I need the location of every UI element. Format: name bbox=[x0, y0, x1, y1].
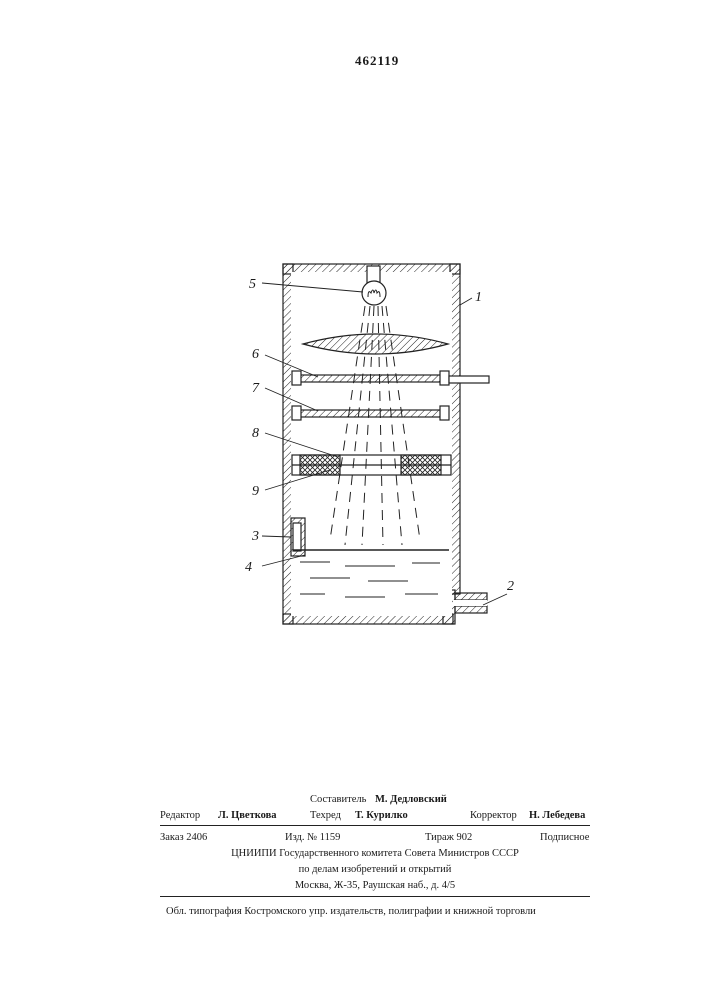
techred-label: Техред bbox=[310, 808, 341, 823]
editor-name: Л. Цветкова bbox=[218, 808, 277, 823]
compiler-name: М. Дедловский bbox=[375, 792, 447, 807]
rule-bottom bbox=[160, 896, 590, 897]
label-1: 1 bbox=[475, 290, 482, 305]
org-row-2: по делам изобретений и открытий bbox=[160, 862, 590, 878]
label-9: 9 bbox=[252, 484, 259, 499]
label-3: 3 bbox=[251, 529, 259, 544]
compiler-row: Составитель М. Дедловский bbox=[160, 792, 590, 808]
address-row: Москва, Ж-35, Раушская наб., д. 4/5 bbox=[160, 878, 590, 894]
corrector-label: Корректор bbox=[470, 808, 517, 823]
label-7: 7 bbox=[252, 381, 260, 396]
address: Москва, Ж-35, Раушская наб., д. 4/5 bbox=[160, 878, 590, 893]
colophon: Составитель М. Дедловский Редактор Л. Цв… bbox=[160, 792, 590, 920]
staff-row: Редактор Л. Цветкова Техред Т. Курилко К… bbox=[160, 808, 590, 824]
label-5: 5 bbox=[249, 277, 256, 292]
filter-assembly bbox=[292, 455, 451, 475]
techred-name: Т. Курилко bbox=[355, 808, 408, 823]
label-4: 4 bbox=[245, 560, 252, 575]
org-line-1: ЦНИИПИ Государственного комитета Совета … bbox=[160, 846, 590, 861]
rule-top bbox=[160, 825, 590, 826]
corrector-name: Н. Лебедева bbox=[529, 808, 585, 823]
label-8: 8 bbox=[252, 426, 259, 441]
org-row-1: ЦНИИПИ Государственного комитета Совета … bbox=[160, 846, 590, 862]
org-line-2: по делам изобретений и открытий bbox=[160, 862, 590, 877]
label-6: 6 bbox=[252, 347, 259, 362]
order-row: Заказ 2406 Изд. № 1159 Тираж 902 Подписн… bbox=[160, 830, 590, 846]
label-2: 2 bbox=[507, 579, 514, 594]
subscription: Подписное bbox=[540, 830, 589, 845]
editor-label: Редактор bbox=[160, 808, 200, 823]
circulation: Тираж 902 bbox=[425, 830, 472, 845]
printer: Обл. типография Костромского упр. издате… bbox=[166, 904, 536, 919]
edition-number: Изд. № 1159 bbox=[285, 830, 340, 845]
order-number: Заказ 2406 bbox=[160, 830, 207, 845]
printer-row: Обл. типография Костромского упр. издате… bbox=[160, 904, 590, 920]
compiler-label: Составитель bbox=[310, 792, 366, 807]
